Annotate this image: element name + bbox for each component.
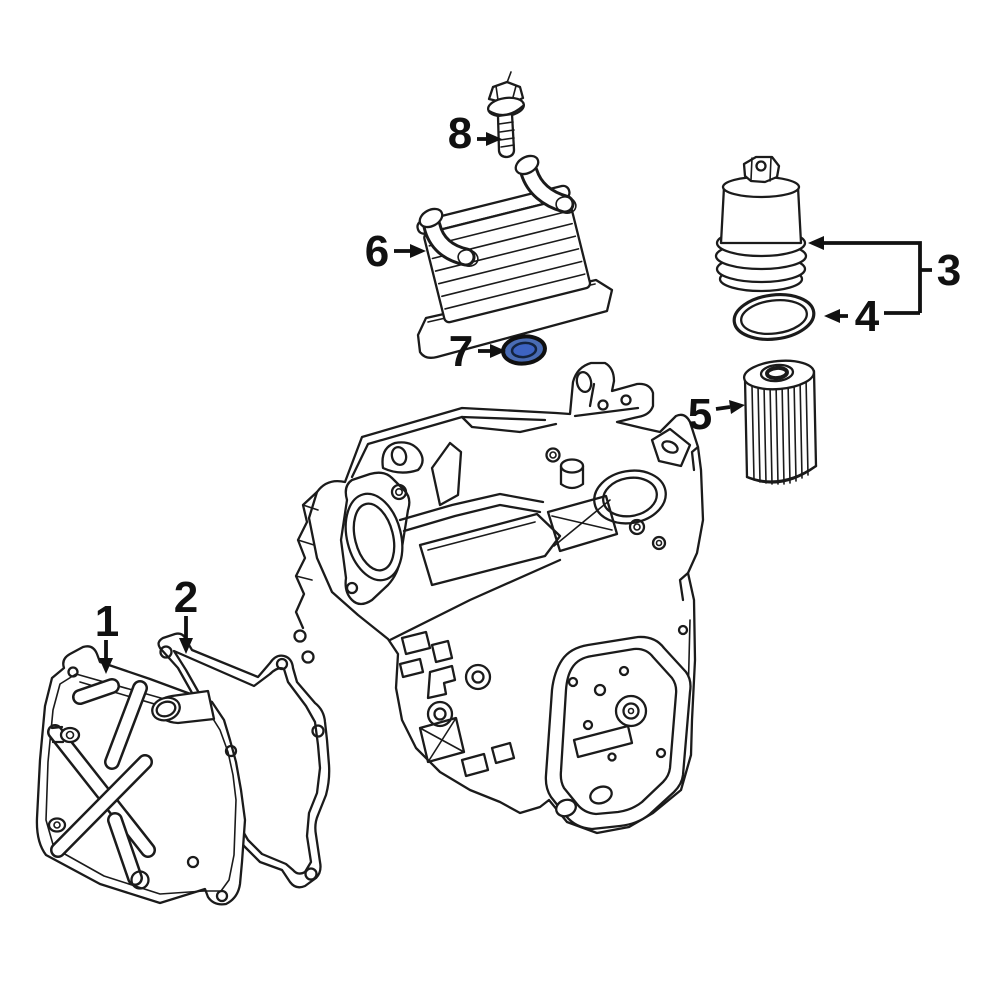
callout-5-arrowhead [729,400,745,414]
callout-7[interactable]: 7 [449,327,506,376]
mounting-bolt-drawing [486,71,526,159]
callout-6-arrowhead [410,244,426,258]
callout-4[interactable]: 4 [824,292,920,341]
callout-5-arrow-line [715,405,731,411]
callout-4-arrowhead [824,309,840,323]
callout-7-arrowhead [490,344,506,358]
callout-8-number[interactable]: 8 [448,109,472,158]
callout-1-arrowhead [99,658,113,674]
pan-filler-port [151,689,216,725]
callout-8[interactable]: 8 [448,109,502,158]
case-mounting-bracket [573,370,640,418]
end-cover [544,635,692,831]
callout-2[interactable]: 2 [174,573,198,654]
oil-filter-element-drawing [742,359,818,485]
transmission-case-drawing [293,361,705,835]
callout-3[interactable]: 3 [808,236,961,313]
callout-1[interactable]: 1 [95,597,119,674]
callout-1-number[interactable]: 1 [95,597,119,646]
callout-6-number[interactable]: 6 [365,227,389,276]
callout-2-arrowhead [179,638,193,654]
valve-body-area [398,630,516,778]
callout-3-arrowhead [808,236,824,250]
callout-5-number[interactable]: 5 [688,390,712,439]
callout-3-bracket [824,241,932,313]
cap-o-ring-drawing [732,293,816,341]
callout-2-number[interactable]: 2 [174,573,198,622]
oil-pan-drawing [35,645,247,906]
filter-housing-cap-drawing [714,155,808,293]
oil-cooler-seal-highlighted[interactable] [501,334,547,366]
callout-5[interactable]: 5 [688,390,745,439]
callout-3-number[interactable]: 3 [937,246,961,295]
oil-cooler-drawing [416,154,614,359]
seal-inner-ring [510,341,538,359]
callout-6[interactable]: 6 [365,227,426,276]
callout-4-arrow-line [840,311,920,318]
callout-4-number[interactable]: 4 [855,292,880,341]
callout-7-number[interactable]: 7 [449,327,473,376]
callout-8-arrowhead [486,132,502,146]
